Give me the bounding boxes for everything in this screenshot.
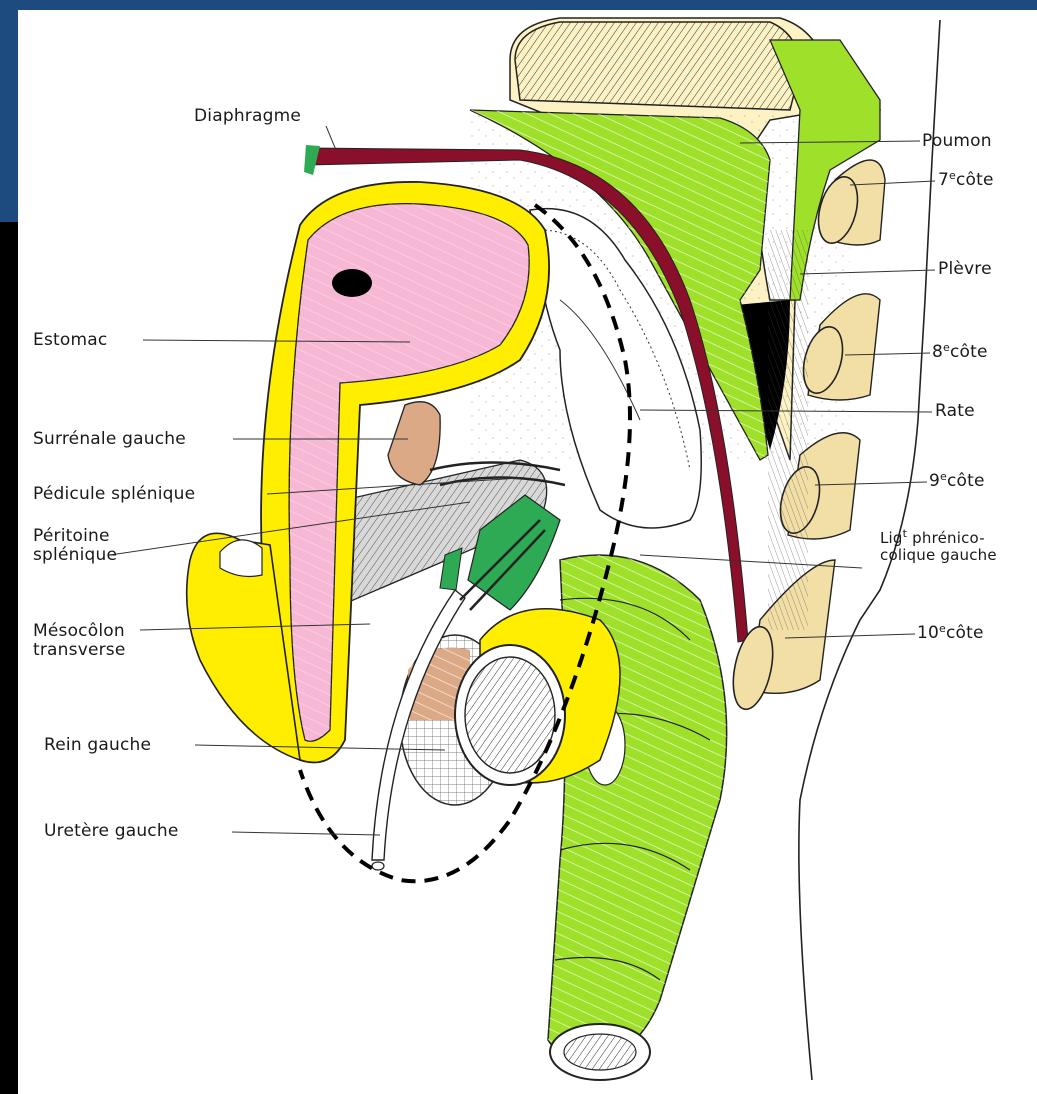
label-peritoine-line1: Péritoine bbox=[33, 527, 117, 546]
label-mesocolon-line1: Mésocôlon bbox=[33, 622, 126, 641]
label-7e-cote: 7ecôte bbox=[938, 172, 994, 189]
label-mesocolon-transverse: Mésocôlon transverse bbox=[33, 622, 126, 660]
lig-line2: colique gauche bbox=[880, 547, 997, 564]
label-diaphragme: Diaphragme bbox=[194, 108, 301, 125]
cote10-num: 10 bbox=[917, 623, 939, 643]
label-estomac: Estomac bbox=[33, 332, 107, 349]
label-mesocolon-line2: transverse bbox=[33, 641, 126, 660]
label-8e-cote: 8ecôte bbox=[932, 344, 988, 361]
lig-abbrev: Lig bbox=[880, 529, 903, 547]
label-peritoine-splenique: Péritoine splénique bbox=[33, 527, 117, 565]
cote9-num: 9 bbox=[929, 471, 940, 491]
lig-line1: Ligt phrénico- bbox=[880, 530, 997, 547]
cote7-word: côte bbox=[956, 170, 994, 190]
cote8-num: 8 bbox=[932, 342, 943, 362]
lig-phrenico: phrénico- bbox=[907, 529, 985, 547]
cote9-word: côte bbox=[947, 471, 985, 491]
adrenal-gland bbox=[388, 402, 440, 485]
cote10-word: côte bbox=[946, 623, 984, 643]
label-rein-gauche: Rein gauche bbox=[44, 737, 151, 754]
label-peritoine-line2: splénique bbox=[33, 546, 117, 565]
label-lig-phrenico-colique: Ligt phrénico- colique gauche bbox=[880, 530, 997, 564]
cote9-sup: e bbox=[940, 470, 947, 483]
cote7-sup: e bbox=[949, 169, 956, 182]
label-9e-cote: 9ecôte bbox=[929, 473, 985, 490]
label-10e-cote: 10ecôte bbox=[917, 625, 984, 642]
transverse-colon-cut bbox=[455, 609, 620, 785]
cote7-num: 7 bbox=[938, 170, 949, 190]
cote8-word: côte bbox=[950, 342, 988, 362]
label-surrenale-gauche: Surrénale gauche bbox=[33, 431, 186, 448]
label-uretere-gauche: Uretère gauche bbox=[44, 823, 178, 840]
label-pedicule-splenique: Pédicule splénique bbox=[33, 486, 195, 503]
cote10-sup: e bbox=[939, 622, 946, 635]
label-plevre: Plèvre bbox=[938, 261, 992, 278]
label-rate: Rate bbox=[935, 403, 975, 420]
label-poumon: Poumon bbox=[922, 133, 992, 150]
cote8-sup: e bbox=[943, 341, 950, 354]
